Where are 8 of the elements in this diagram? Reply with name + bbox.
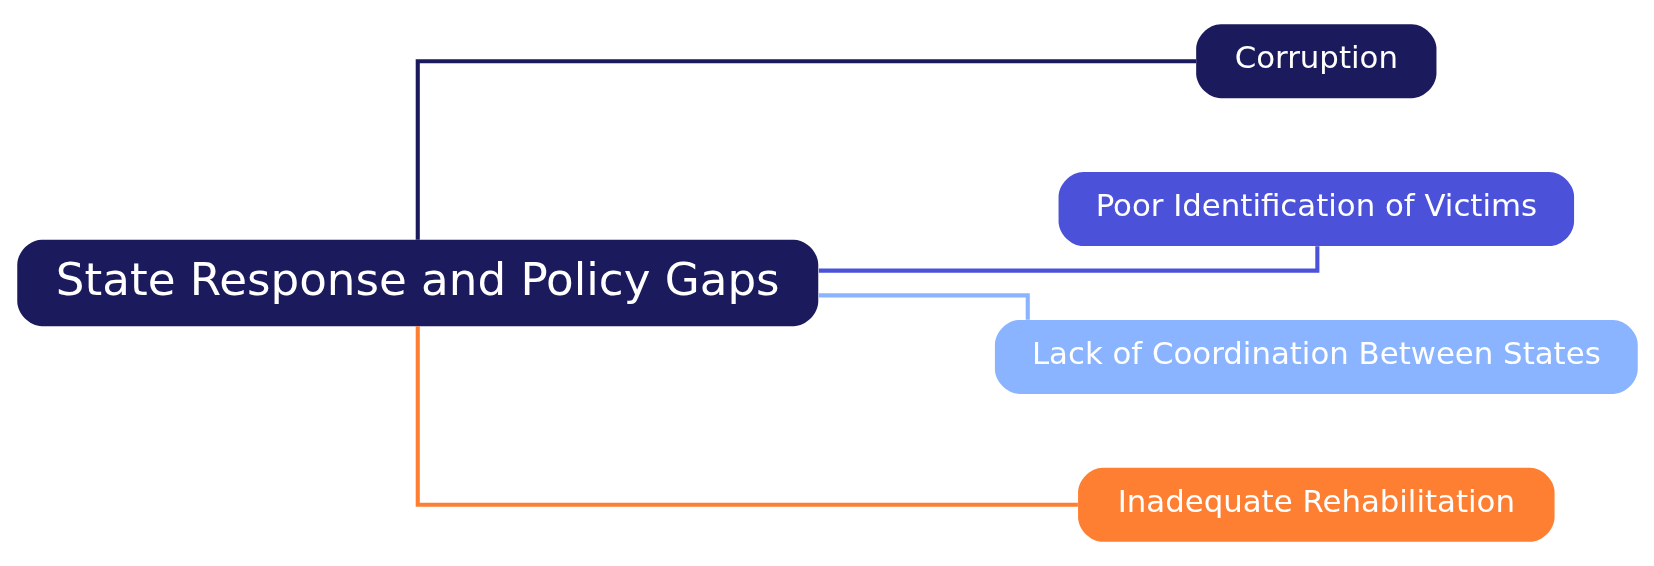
connector [415,59,1196,240]
node-box: Inadequate Rehabilitation [1077,467,1555,542]
node-box: Corruption [1195,24,1436,99]
connector [415,326,1078,507]
node-box: State Response and Policy Gaps [16,239,818,327]
node-box: Lack of Coordination Between States [994,319,1638,394]
connector [818,246,1319,273]
node-box: Poor Identification of Victims [1058,172,1574,247]
